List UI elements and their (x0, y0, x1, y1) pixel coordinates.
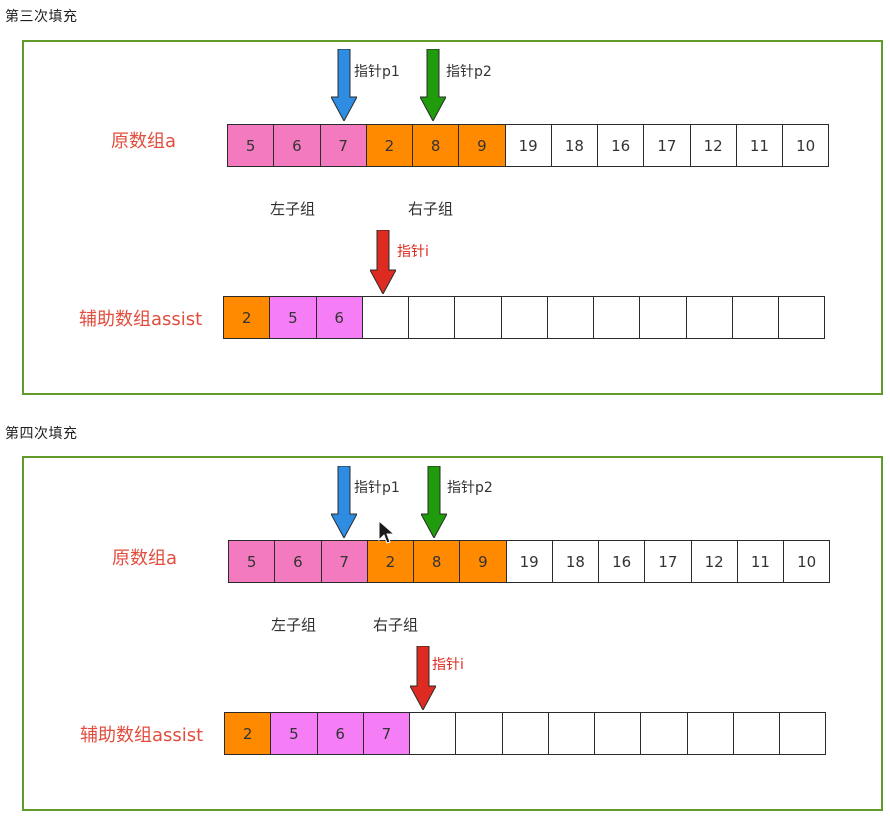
original-array-cell: 10 (784, 541, 831, 583)
original-array-cell: 5 (229, 541, 276, 583)
original-array-cell: 9 (459, 125, 506, 167)
assist-array-cell (640, 297, 687, 339)
pointer-i-label: 指针i (432, 657, 464, 673)
assist-array-cell (687, 713, 734, 755)
assist-array-cell (641, 713, 688, 755)
original-array-cell: 18 (552, 541, 599, 583)
assist-array-cell (455, 297, 502, 339)
original-array-cell: 9 (460, 541, 507, 583)
assist-array-cell (780, 713, 827, 755)
assist-array-cell (732, 297, 779, 339)
original-array-cell: 11 (737, 541, 784, 583)
original-array-cell: 18 (551, 125, 598, 167)
right-subgroup-label: 右子组 (408, 200, 454, 218)
assist-array-cell (779, 297, 826, 339)
assist-array-cell: 5 (270, 297, 317, 339)
original-array-cell: 10 (783, 125, 830, 167)
original-array-cell: 19 (506, 541, 553, 583)
original-array-cell: 12 (690, 125, 737, 167)
assist-array-cell (594, 297, 641, 339)
mouse-cursor-icon (378, 520, 396, 544)
section-box-fourth-fill (22, 456, 883, 811)
original-array-cell: 8 (414, 541, 461, 583)
assist-array-cell (733, 713, 780, 755)
original-array-cell: 5 (228, 125, 275, 167)
pointer-p1-label: 指针p1 (354, 64, 400, 80)
original-array-cell: 16 (598, 125, 645, 167)
assist-array-cell (502, 713, 549, 755)
pointer-p2-label: 指针p2 (447, 480, 493, 496)
section-title-third-fill: 第三次填充 (5, 9, 78, 25)
assist-array-cell (501, 297, 548, 339)
original-array-cell: 19 (505, 125, 552, 167)
original-array-cell: 17 (644, 125, 691, 167)
assist-array-cell: 2 (224, 297, 271, 339)
original-array-cell: 6 (274, 125, 321, 167)
original-array-cell: 11 (736, 125, 783, 167)
pointer-p2-arrow (420, 49, 446, 121)
original-array-cell: 2 (366, 125, 413, 167)
original-array-cell: 2 (367, 541, 414, 583)
original-array-label: 原数组a (112, 548, 178, 569)
pointer-p2-label: 指针p2 (446, 64, 492, 80)
assist-array-label: 辅助数组assist (79, 309, 203, 330)
assist-array-cell (409, 297, 456, 339)
pointer-p1-arrow (331, 466, 357, 538)
pointer-p2-arrow (421, 466, 447, 538)
assist-array-label: 辅助数组assist (80, 725, 204, 746)
pointer-i-arrow (370, 230, 396, 294)
assist-array-cell (410, 713, 457, 755)
assist-array-cell (686, 297, 733, 339)
assist-array-cell (548, 713, 595, 755)
assist-array-cell: 2 (225, 713, 272, 755)
left-subgroup-label: 左子组 (270, 200, 316, 218)
assist-array-cell (595, 713, 642, 755)
original-array-cell: 17 (645, 541, 692, 583)
assist-array-cell (547, 297, 594, 339)
assist-array-cell (362, 297, 409, 339)
section-title-fourth-fill: 第四次填充 (5, 426, 78, 442)
pointer-i-label: 指针i (397, 244, 429, 260)
original-array-cell: 7 (321, 541, 368, 583)
pointer-p1-label: 指针p1 (354, 480, 400, 496)
pointer-i-arrow (410, 646, 436, 710)
original-array-cell: 12 (691, 541, 738, 583)
right-subgroup-label: 右子组 (373, 616, 419, 634)
left-subgroup-label: 左子组 (271, 616, 317, 634)
original-array-cell: 8 (413, 125, 460, 167)
assist-array-cell: 6 (316, 297, 363, 339)
original-array-cell: 7 (320, 125, 367, 167)
original-array-cell: 6 (275, 541, 322, 583)
assist-array-cell (456, 713, 503, 755)
pointer-p1-arrow (331, 49, 357, 121)
original-array-cell: 16 (599, 541, 646, 583)
assist-array-cell: 7 (363, 713, 410, 755)
original-array-label: 原数组a (111, 131, 177, 152)
assist-array-cell: 5 (271, 713, 318, 755)
assist-array-cell: 6 (317, 713, 364, 755)
